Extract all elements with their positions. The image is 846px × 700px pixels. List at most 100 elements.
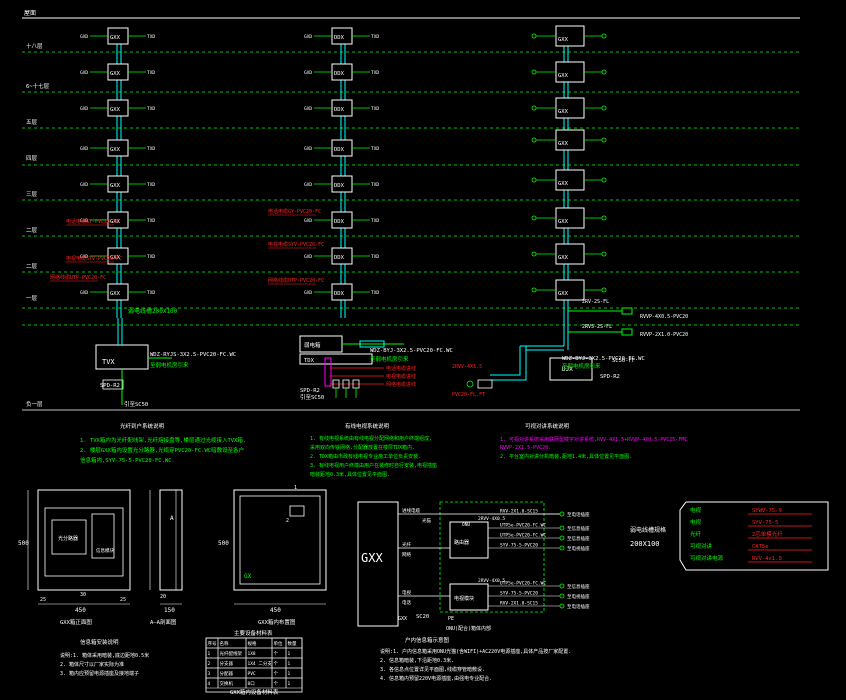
col1-entry: TVX WDZ-RYJS-3X2.5-PVC20-FC.WC 至弱电机房引来 S… xyxy=(95,318,236,408)
riser-box xyxy=(555,129,585,151)
outlet-cable: RVV-2X1.0-SC15 xyxy=(500,509,538,515)
legend-name: 可视对讲电源 xyxy=(690,554,724,562)
col3-cable: WDZ-BYJ-3X2.5-PVC20-FC.WC xyxy=(562,356,645,362)
riser-columns: GXX GXD TXD GXX GXD TXD GXX GXD TXD GXX GXD TXD GXX G… xyxy=(50,25,607,350)
phone-right-label: TXD xyxy=(371,290,379,296)
riser-box-label: DDX xyxy=(334,35,345,41)
riser-box-label: GXX xyxy=(110,107,121,113)
col3-sc: SC50-FF xyxy=(612,358,635,364)
col2-entry: 弱电箱 TDX WDZ-BYJ-3X2.5-PVC20-FC.WC 至弱电机房引… xyxy=(299,335,453,401)
riser-box-label: GXX xyxy=(558,141,569,147)
outlet-cable: RVV-2X1.0-SC15 xyxy=(500,601,538,607)
phone-left-label: GXD xyxy=(80,254,88,260)
table-value: 1X4 二分支 xyxy=(248,660,273,667)
col3-w3: RVVP-4X0.5-PVC20 xyxy=(640,314,688,320)
col3-cable-note: 至弱电机房引来 xyxy=(562,362,601,370)
phone-left-label: GXD xyxy=(80,70,88,76)
table-header: 名称 xyxy=(220,640,229,647)
home-notes-title: 户内信息箱示意图 xyxy=(405,636,450,644)
tvx-spd: SPD-R2 xyxy=(100,383,120,389)
outlet-dest: 至信息插座 xyxy=(567,583,590,590)
col2-cable-c: 网络电缆进线 xyxy=(386,381,416,388)
terminal-icon xyxy=(601,251,607,257)
legend-name: 电视 xyxy=(690,518,702,526)
home-left-c: 电视 xyxy=(402,589,411,596)
riser-box-label: GXX xyxy=(110,183,121,189)
notes1-title: 光纤到户系统说明 xyxy=(120,422,165,430)
riser-box-label: GXX xyxy=(110,255,121,261)
table-value: 1 xyxy=(288,661,291,667)
home-notes-line-2: 2. 信息箱暗装,下沿距地0.3米. xyxy=(380,657,454,664)
dim-height-2: 500 xyxy=(218,540,229,547)
col2-cable-a: 电话电缆进线 xyxy=(386,365,416,372)
outlet-cable: UTP5e-PVC20-FC.WC xyxy=(500,581,546,587)
terminal-icon xyxy=(531,33,537,39)
floor-label: 一层 xyxy=(26,295,38,302)
legend-value: CAT5e xyxy=(752,544,769,550)
legend-title-2: 200X100 xyxy=(630,540,660,548)
floor-label: 三层 xyxy=(26,191,38,198)
riser-box-label: GXX xyxy=(110,35,121,41)
table-value: 1 xyxy=(288,681,291,687)
notes2-line-2: 采用双向传输网络,分配器放置在楼层TDX箱内. xyxy=(310,444,415,451)
home-frame-label: ONU(配合)箱体内部 xyxy=(446,625,491,632)
floor-label: 二层 xyxy=(26,263,38,270)
phone-left-label: GXD xyxy=(80,34,88,40)
outlet-icon xyxy=(559,593,565,599)
panel-right-label: 信息模块 xyxy=(96,547,114,554)
phone-right-label: TXD xyxy=(147,106,155,112)
outlet-cable: UTP5e-PVC20-FC.WC xyxy=(500,533,546,539)
notes-block-3: 可视对讲系统说明 1. 可视对讲系统采用联网型楼宇对讲系统,RVV-4X1.5+… xyxy=(500,422,687,460)
table-cell xyxy=(285,677,303,689)
notes2-line-1: 1. 有线电视系统由有线电视分配网络和用户终端组成, xyxy=(310,435,432,442)
col3-box: DJX xyxy=(562,366,573,373)
outlet-dest: 至电话插座 xyxy=(567,511,590,518)
riser-box-label: DDX xyxy=(334,183,345,189)
riser-box xyxy=(555,25,585,47)
col2-spd: SPD-R2 xyxy=(300,388,320,394)
col3-w5: 2RVV-4X1.5 xyxy=(452,364,482,370)
inner-view-label: GXX箱内布置图 xyxy=(258,618,296,626)
legend-value: SYV-75-5 xyxy=(752,520,779,526)
box-front-view: 光分路器 信息模块 500 450 25 25 30 GXX箱正面图 xyxy=(18,489,131,626)
terminal-icon xyxy=(601,177,607,183)
riser-box xyxy=(555,279,585,301)
phone-right-label: TXD xyxy=(371,34,379,40)
front-view-label: GXX箱正面图 xyxy=(60,618,92,626)
notes3-line-3: 2. 平台室内对讲分机暗装,距地1.4米,具体位置见平面图. xyxy=(500,453,632,460)
table-value: 1 xyxy=(288,671,291,677)
notes3-line-1: 1. 可视对讲系统采用联网型楼宇对讲系统,RVV-4X1.5+RVVP-4X0.… xyxy=(500,436,687,443)
floor-label: 十八层 xyxy=(26,42,43,50)
notes-block-1: 光纤到户系统说明 1. TVX箱内为光纤配线架,光纤熔接盘等,楼层通过光缆接入T… xyxy=(80,422,246,464)
box-inner-view: 1 2 GX 450 500 GXX箱内布置图 xyxy=(218,485,327,626)
col3-w1: 2RV-2S-FL xyxy=(582,299,609,305)
terminal-icon xyxy=(531,69,537,75)
inner-tag: GX xyxy=(244,573,252,580)
table-value: 1X8 xyxy=(248,651,256,657)
small-notes-title: 信息箱安装说明 xyxy=(80,638,119,646)
phone-right-label: TXD xyxy=(147,146,155,152)
table-value: 分支器 xyxy=(220,660,234,667)
table-value: 光纤配线架 xyxy=(220,650,243,657)
home-notes: 户内信息箱示意图 说明:1. 户内信息箱采用ONU光猫(含WIFI)+AC220… xyxy=(380,636,571,682)
home-mod1: 路由器 xyxy=(454,539,469,546)
home-wire-b: 2RVV-4X0.5 xyxy=(478,578,505,584)
riser-box-label: DDX xyxy=(334,107,345,113)
small-notes: 信息箱安装说明 说明:1. 箱体采用暗装,底边距地0.5米 2. 箱体尺寸以厂家… xyxy=(60,638,149,677)
table-value: PVC xyxy=(248,671,256,677)
phone-left-label: GXD xyxy=(80,182,88,188)
home-notes-line-1: 说明:1. 户内信息箱采用ONU光猫(含WIFI)+AC220V电源插座,具体产… xyxy=(380,648,571,655)
small-notes-line-2: 2. 箱体尺寸以厂家实际为准 xyxy=(60,661,124,668)
legend-name: 电视 xyxy=(690,506,702,514)
home-left-b: 网络 xyxy=(402,551,411,558)
phone-right-label: TXD xyxy=(371,254,379,260)
outlet-dest: 至信息插座 xyxy=(567,525,590,532)
riser-box-label: GXX xyxy=(558,255,569,261)
small-notes-line-1: 说明:1. 箱体采用暗装,底边距地0.5米 xyxy=(60,652,149,659)
terminal-icon xyxy=(601,105,607,111)
notes1-line-2: 2. 楼层GXX箱内设置光分路器,光缆穿PVC20-FC.WC暗敷设至各户 xyxy=(80,446,244,454)
dim-width: 450 xyxy=(75,607,86,614)
table-value: 3 xyxy=(208,671,211,677)
riser-box-label: DDX xyxy=(334,255,345,261)
tvx-box-label: TVX xyxy=(102,358,115,366)
